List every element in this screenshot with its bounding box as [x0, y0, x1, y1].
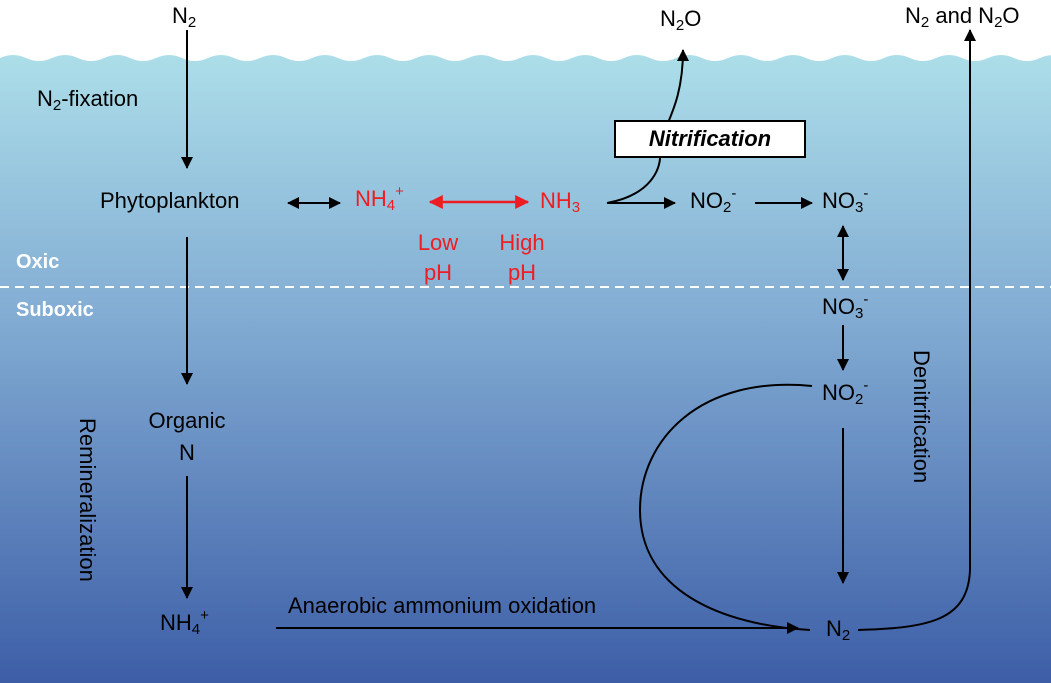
label-suboxic-zone: Suboxic	[16, 299, 94, 321]
label-oxic-zone: Oxic	[16, 251, 60, 273]
label-remineralization: Remineralization	[75, 418, 100, 582]
label-nh3-red: NH3	[540, 188, 581, 216]
label-anammox: Anaerobic ammonium oxidation	[288, 593, 597, 618]
arrow-n2-surface	[857, 29, 976, 631]
water-body	[0, 55, 1051, 683]
arrow-no2-loop	[638, 383, 813, 631]
label-no2-suboxic: NO2-	[822, 377, 869, 408]
label-n2o-top: N2O	[660, 6, 702, 34]
label-nh4-red: NH4+	[355, 183, 404, 214]
nitrification-box: Nitrification	[614, 120, 806, 158]
label-n2-bottom: N2	[826, 616, 851, 644]
label-denitrification: Denitrification	[909, 350, 934, 484]
label-phytoplankton: Phytoplankton	[100, 188, 240, 213]
label-nh4-bottom: NH4+	[160, 607, 209, 638]
label-no2-oxic: NO2-	[690, 185, 737, 216]
label-n2-top: N2	[172, 3, 197, 31]
label-no3-suboxic: NO3-	[822, 291, 869, 322]
label-no3-oxic: NO3-	[822, 185, 869, 216]
label-nitrification: Nitrification	[648, 126, 772, 151]
label-n2-fixation: N2-fixation	[37, 86, 139, 114]
label-n2-and-n2o: N2 and N2O	[905, 3, 1020, 31]
